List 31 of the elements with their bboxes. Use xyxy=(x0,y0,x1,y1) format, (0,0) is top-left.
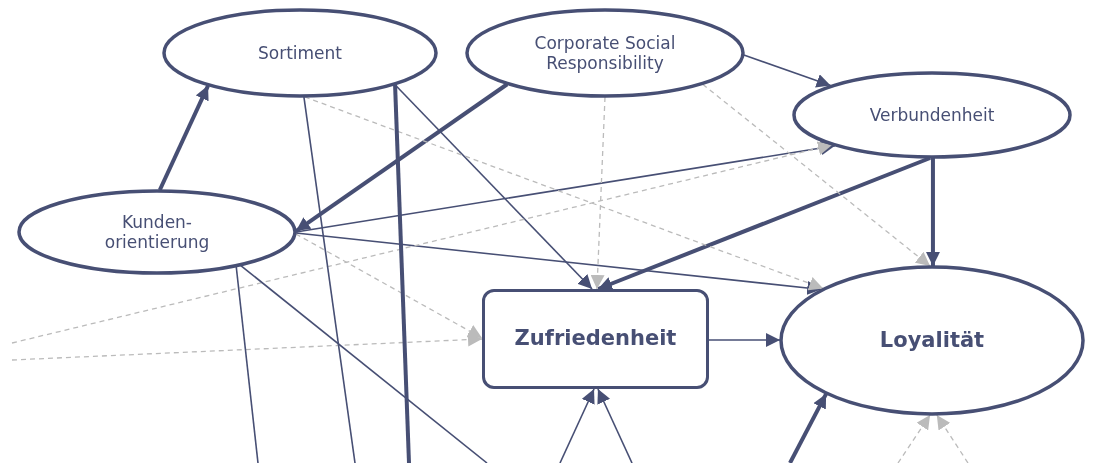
ellipse-node xyxy=(17,189,297,275)
dashed-arrow xyxy=(304,96,824,291)
arrow xyxy=(925,158,940,266)
node-label: Kunden- orientierung xyxy=(103,211,211,253)
node-label: Zufriedenheit xyxy=(514,326,677,352)
arrow xyxy=(597,156,931,291)
ellipse-node xyxy=(792,71,1072,159)
rounded-box xyxy=(482,289,709,389)
dashed-arrow xyxy=(295,233,483,339)
arrow xyxy=(743,54,832,88)
arrow xyxy=(295,232,823,295)
arrow xyxy=(708,333,781,347)
dashed-arrow xyxy=(702,83,931,267)
arrow xyxy=(295,141,836,233)
dashed-arrow xyxy=(590,96,606,290)
node-label: Verbundenheit xyxy=(869,104,995,126)
node-label: Corporate Social Responsibility xyxy=(533,32,677,74)
arrow xyxy=(394,83,593,290)
arrow xyxy=(788,393,828,463)
arrow xyxy=(294,82,509,233)
arrow xyxy=(597,388,633,463)
dashed-arrow xyxy=(11,141,833,344)
dashed-arrow xyxy=(897,414,931,463)
node-label: Sortiment xyxy=(258,42,342,64)
ellipse-node xyxy=(162,8,438,98)
node-label: Loyalität xyxy=(879,327,985,354)
ellipse-node xyxy=(779,265,1085,416)
arrow xyxy=(559,388,595,463)
arrow xyxy=(158,84,210,191)
ellipse-node xyxy=(465,8,745,98)
dashed-arrow xyxy=(936,414,969,463)
